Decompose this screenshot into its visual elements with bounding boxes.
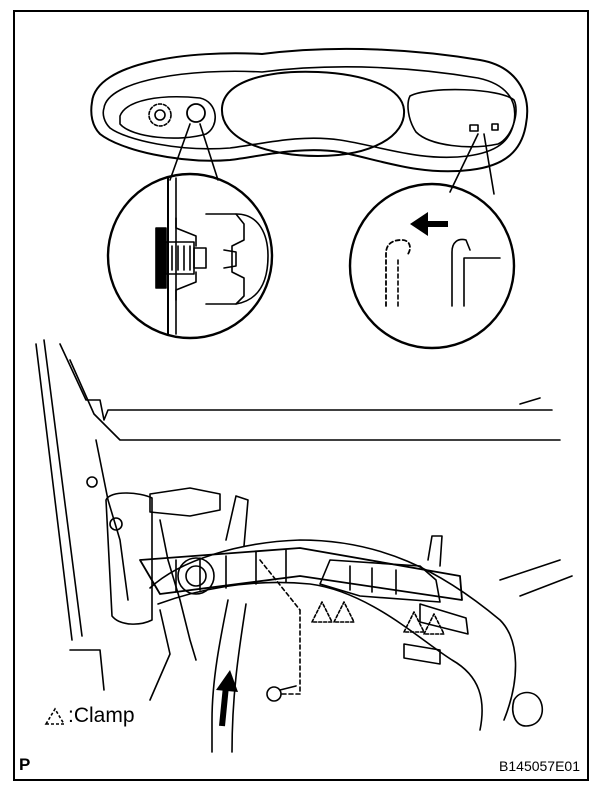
view-letter: P [19, 755, 31, 774]
clamp-legend-label: :Clamp [68, 704, 135, 727]
clamp-legend: :Clamp [44, 704, 135, 728]
dashed-triangle-icon [44, 707, 66, 725]
handle-frame-assembly [139, 487, 517, 753]
figure-code: B145057E01 [499, 758, 580, 774]
figure-frame [13, 10, 589, 781]
detail-circle-left [106, 172, 274, 340]
door-inner-panel [35, 339, 573, 727]
detail-circle-right [348, 182, 516, 350]
door-handle-cover [90, 47, 529, 195]
